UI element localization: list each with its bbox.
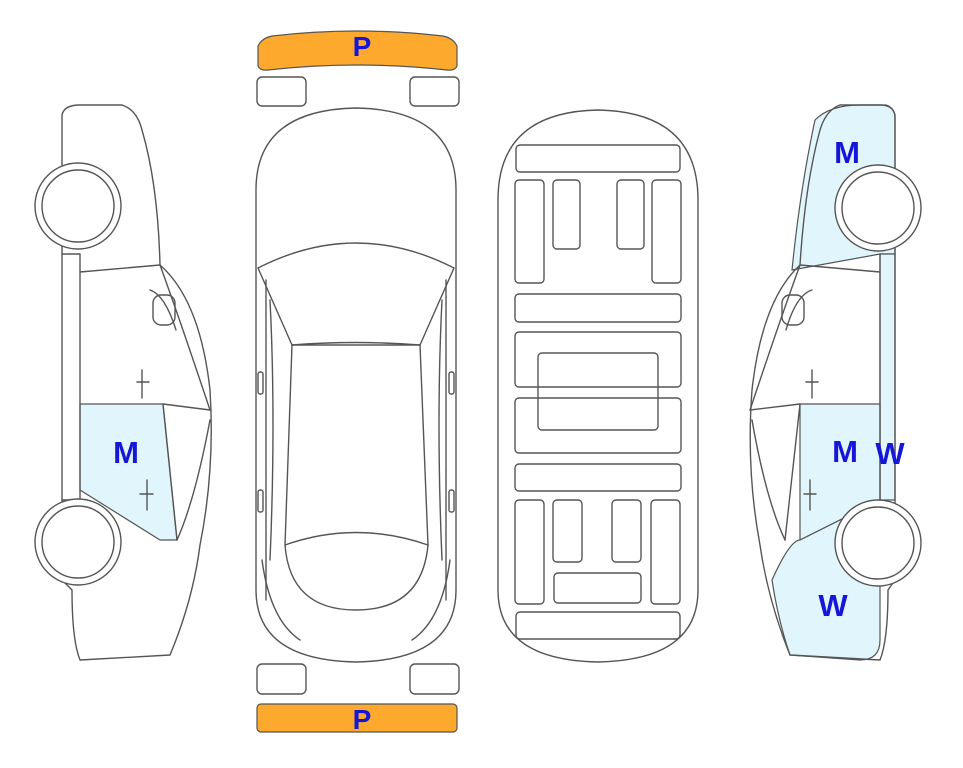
car-left-side-view: M (34, 104, 212, 661)
right-rear-label: W (818, 588, 848, 623)
right-door-label: M (832, 434, 858, 469)
car-top-view (255, 107, 457, 663)
right-pillar-label: W (875, 436, 905, 471)
front-left-light (256, 76, 307, 107)
right-front-label: M (834, 135, 860, 170)
car-right-side-view: M M W W (749, 104, 922, 661)
rear-right-light (409, 663, 460, 695)
car-underside-view (497, 109, 699, 663)
front-bumper-zone[interactable]: P (257, 30, 458, 71)
left-door-label: M (113, 435, 139, 470)
rear-bumper-label: P (353, 704, 372, 735)
rear-bumper-zone[interactable]: P (256, 703, 458, 735)
front-right-light (409, 76, 460, 107)
front-bumper-label: P (353, 31, 372, 62)
rear-left-light (256, 663, 307, 695)
